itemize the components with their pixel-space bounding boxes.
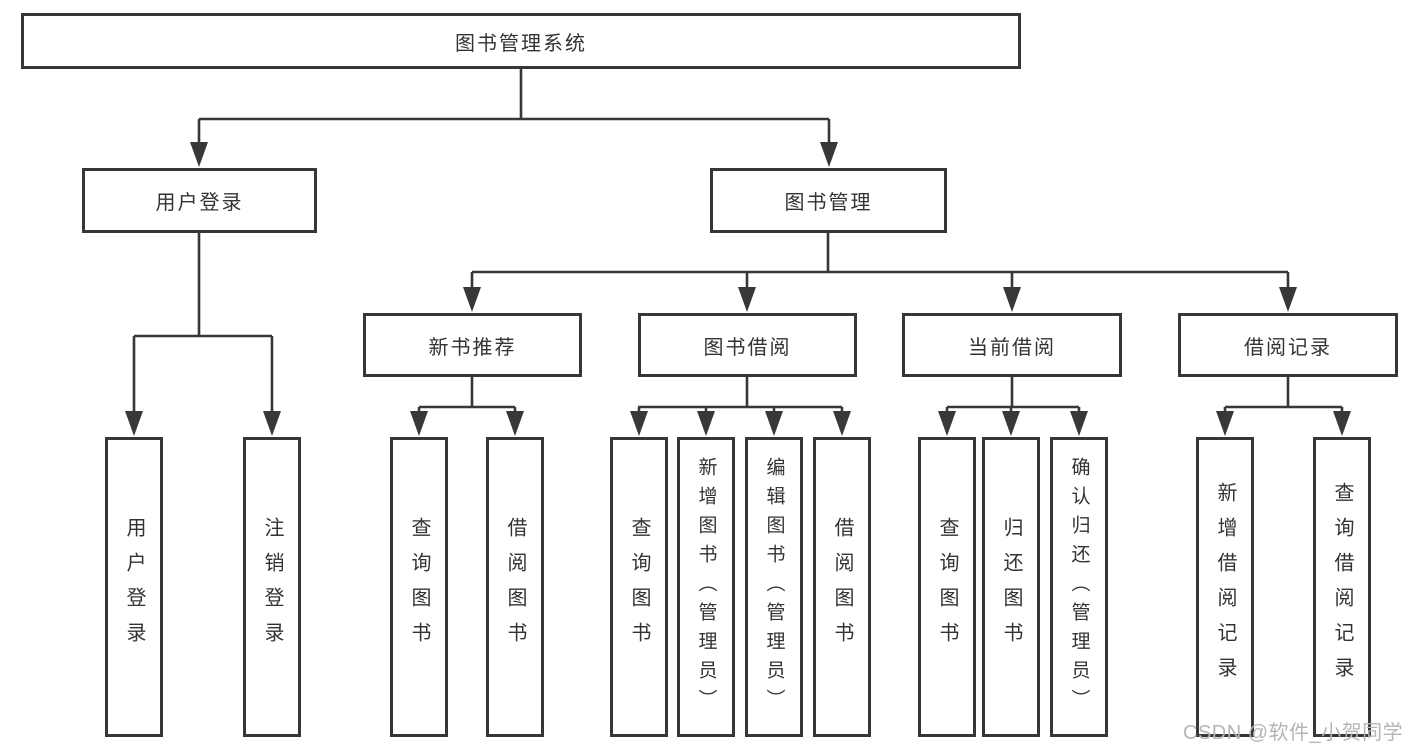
leaf-borrow-query-books-label: 查询图书 bbox=[628, 517, 650, 657]
node-book-borrow: 图书借阅 bbox=[638, 313, 857, 377]
leaf-current-confirm-return-admin: 确认归还（管理员） bbox=[1050, 437, 1108, 737]
node-book-management-label: 图书管理 bbox=[784, 192, 873, 214]
leaf-borrow-edit-books-admin-label: 编辑图书（管理员） bbox=[763, 456, 785, 718]
leaf-newbook-borrow-books-label: 借阅图书 bbox=[504, 517, 526, 657]
leaf-user-login: 用户登录 bbox=[105, 437, 163, 737]
node-current-borrow-label: 当前借阅 bbox=[968, 336, 1056, 359]
node-book-borrow-label: 图书借阅 bbox=[703, 336, 792, 359]
csdn-watermark: CSDN @软件_小贺同学 bbox=[1183, 722, 1404, 744]
leaf-borrow-add-books-admin: 新增图书（管理员） bbox=[677, 437, 735, 737]
leaf-newbook-borrow-books: 借阅图书 bbox=[486, 437, 544, 737]
leaf-borrow-borrow-books: 借阅图书 bbox=[813, 437, 871, 737]
leaf-current-return-books: 归还图书 bbox=[982, 437, 1040, 737]
node-user-login: 用户登录 bbox=[82, 168, 317, 233]
leaf-logout: 注销登录 bbox=[243, 437, 301, 737]
leaf-current-query-books: 查询图书 bbox=[918, 437, 976, 737]
leaf-logout-label: 注销登录 bbox=[261, 517, 283, 657]
leaf-newbook-query-books-label: 查询图书 bbox=[408, 517, 430, 657]
leaf-records-query-record: 查询借阅记录 bbox=[1313, 437, 1371, 737]
node-borrow-records: 借阅记录 bbox=[1178, 313, 1398, 377]
node-book-management: 图书管理 bbox=[710, 168, 947, 233]
leaf-current-return-books-label: 归还图书 bbox=[1000, 517, 1022, 657]
leaf-borrow-query-books: 查询图书 bbox=[610, 437, 668, 737]
leaf-newbook-query-books: 查询图书 bbox=[390, 437, 448, 737]
node-new-book-recommend-label: 新书推荐 bbox=[428, 336, 517, 359]
node-current-borrow: 当前借阅 bbox=[902, 313, 1122, 377]
leaf-borrow-edit-books-admin: 编辑图书（管理员） bbox=[745, 437, 803, 737]
leaf-records-add-record-label: 新增借阅记录 bbox=[1214, 482, 1236, 692]
node-borrow-records-label: 借阅记录 bbox=[1244, 336, 1332, 359]
leaf-current-confirm-return-admin-label: 确认归还（管理员） bbox=[1068, 456, 1090, 718]
leaf-user-login-label: 用户登录 bbox=[123, 517, 145, 657]
leaf-current-query-books-label: 查询图书 bbox=[936, 517, 958, 657]
leaf-borrow-add-books-admin-label: 新增图书（管理员） bbox=[695, 456, 717, 718]
node-root: 图书管理系统 bbox=[21, 13, 1021, 69]
leaf-records-add-record: 新增借阅记录 bbox=[1196, 437, 1254, 737]
node-new-book-recommend: 新书推荐 bbox=[363, 313, 582, 377]
node-user-login-label: 用户登录 bbox=[155, 192, 244, 214]
leaf-records-query-record-label: 查询借阅记录 bbox=[1331, 482, 1353, 692]
leaf-borrow-borrow-books-label: 借阅图书 bbox=[831, 517, 853, 657]
node-root-label: 图书管理系统 bbox=[455, 32, 587, 55]
